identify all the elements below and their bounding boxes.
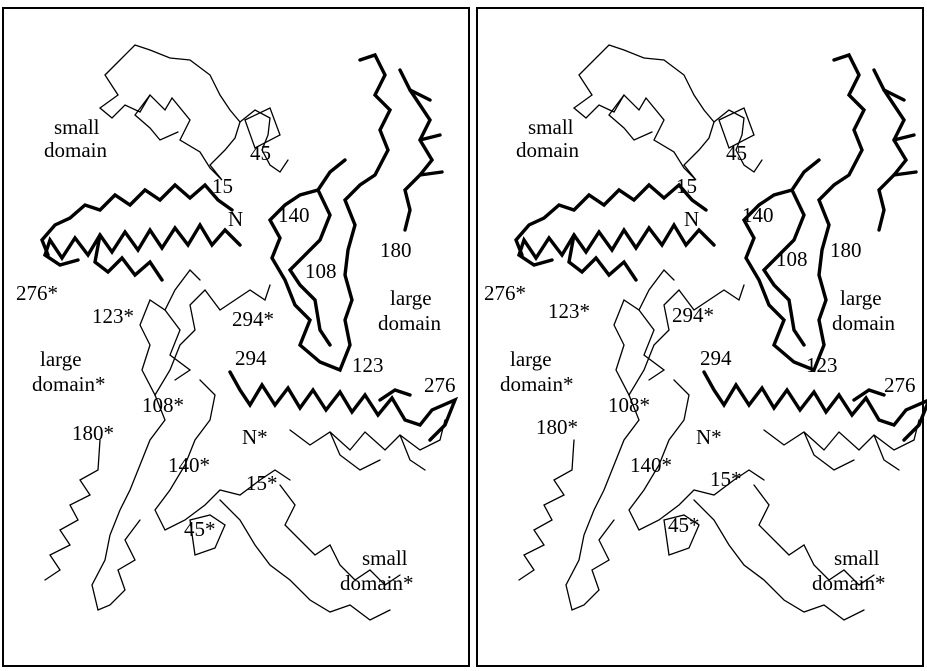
residue-label-140-star: 140*	[168, 453, 210, 477]
n-terminus-star-label: N*	[242, 425, 268, 449]
residue-label-15: 15	[676, 174, 697, 198]
residue-label-140: 140	[278, 203, 310, 227]
residue-label-180-star: 180*	[72, 421, 114, 445]
n-terminus-star-label: N*	[696, 425, 722, 449]
residue-label-108-star: 108*	[608, 393, 650, 417]
residue-label-45: 45	[726, 141, 747, 165]
residue-label-294: 294	[700, 346, 732, 370]
residue-label-294-star: 294*	[672, 303, 714, 327]
residue-label-276-star: 276*	[16, 281, 58, 305]
residue-label-180: 180	[380, 238, 412, 262]
residue-label-276-star: 276*	[484, 281, 526, 305]
residue-label-140: 140	[742, 203, 774, 227]
residue-label-15-star: 15*	[710, 467, 742, 491]
residue-label-276: 276	[884, 373, 916, 397]
residue-label-123-star: 123*	[548, 299, 590, 323]
residue-label-108-star: 108*	[142, 393, 184, 417]
residue-label-108: 108	[305, 259, 337, 283]
residue-label-123: 123	[806, 353, 838, 377]
residue-label-294: 294	[235, 346, 267, 370]
residue-label-180-star: 180*	[536, 415, 578, 439]
residue-label-108: 108	[776, 247, 808, 271]
residue-label-140-star: 140*	[630, 453, 672, 477]
residue-label-180: 180	[830, 238, 862, 262]
residue-label-15-star: 15*	[246, 471, 278, 495]
n-terminus-label: N	[684, 207, 699, 231]
residue-label-123: 123	[352, 353, 384, 377]
residue-label-123-star: 123*	[92, 304, 134, 328]
n-terminus-label: N	[228, 207, 243, 231]
residue-label-294-star: 294*	[232, 307, 274, 331]
residue-label-45-star: 45*	[184, 517, 216, 541]
residue-label-45: 45	[250, 141, 271, 165]
residue-label-45-star: 45*	[668, 513, 700, 537]
residue-label-15: 15	[212, 174, 233, 198]
residue-label-276: 276	[424, 373, 456, 397]
